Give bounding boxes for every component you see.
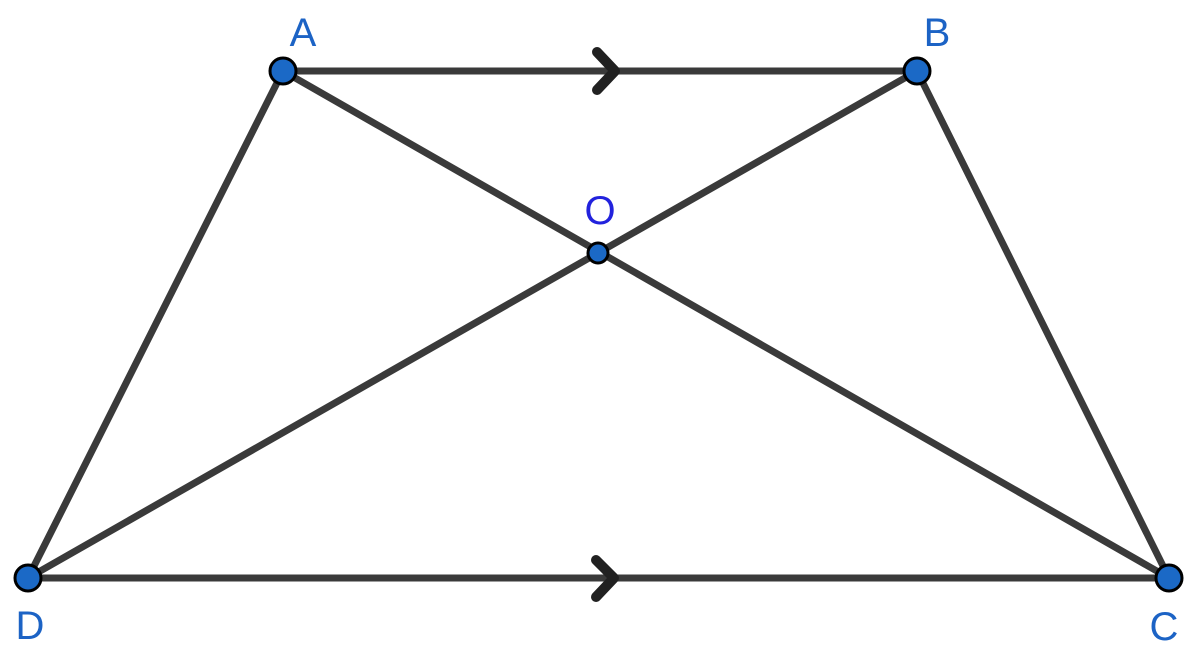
point-B[interactable] (902, 56, 932, 86)
point-C[interactable] (1154, 563, 1184, 593)
point-A[interactable] (268, 56, 298, 86)
parallel-marks-layer (591, 47, 620, 602)
point-label-C: C (1150, 605, 1179, 649)
point-label-B: B (924, 11, 951, 55)
segments-layer (24, 67, 1173, 582)
point-label-A: A (290, 11, 317, 55)
parallel-mark-AB (592, 47, 620, 95)
points-layer (13, 56, 1184, 593)
segment-AC[interactable] (279, 67, 1173, 582)
point-D[interactable] (13, 563, 43, 593)
segment-BC[interactable] (913, 67, 1173, 582)
labels-layer: A B C D O (16, 11, 1179, 649)
segment-AD[interactable] (24, 67, 287, 582)
parallel-mark-DC (591, 555, 619, 602)
point-O[interactable] (586, 241, 610, 265)
segment-BD[interactable] (24, 67, 921, 582)
point-label-D: D (16, 604, 45, 648)
point-label-O: O (584, 189, 615, 233)
